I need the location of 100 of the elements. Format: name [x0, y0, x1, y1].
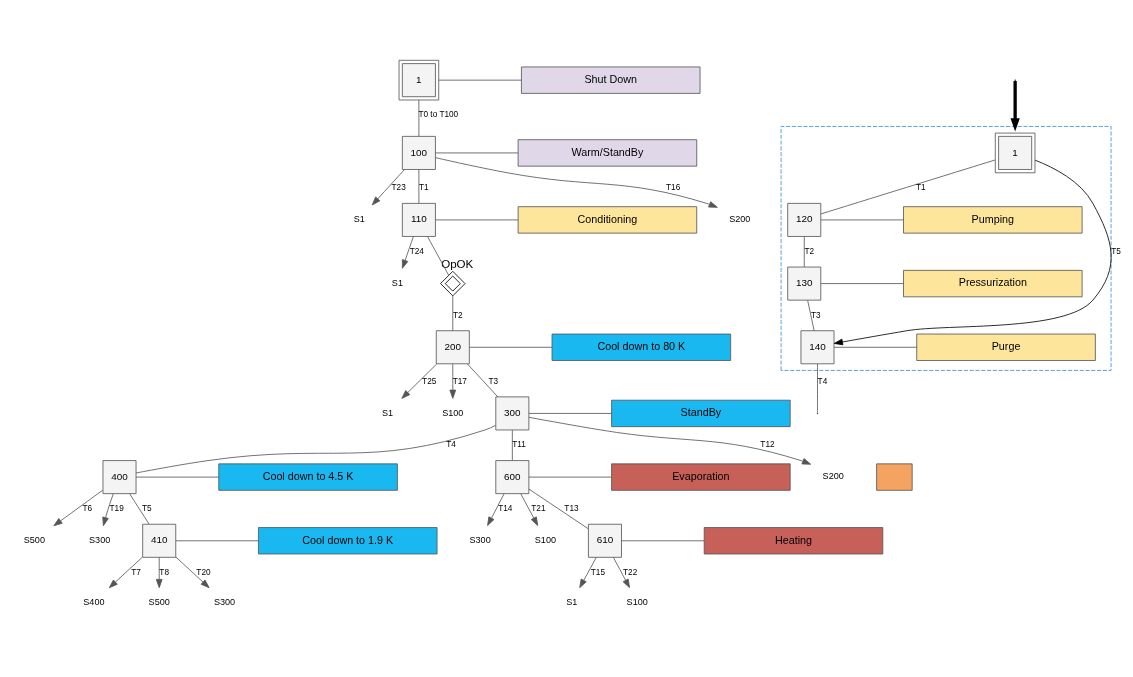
connector — [135, 476, 220, 478]
node-text: S1 — [391, 277, 403, 288]
edge-label: T0 to T100 — [418, 109, 459, 119]
edge-label: T3 — [488, 376, 499, 386]
connector — [452, 294, 454, 331]
connector — [135, 424, 496, 473]
arrow — [487, 493, 505, 526]
edge-label: T12 — [760, 439, 775, 449]
node-text: S100 — [626, 596, 648, 607]
arrow — [108, 556, 143, 588]
connector — [511, 429, 513, 461]
edge-label: T11 — [512, 439, 526, 449]
connector — [820, 159, 996, 214]
arrow — [401, 363, 438, 399]
node-box: Purge — [916, 333, 1096, 361]
edge-label: T19 — [109, 503, 124, 513]
connector — [418, 168, 420, 204]
node-text: S300 — [469, 534, 491, 545]
node-text: S1 — [353, 213, 365, 224]
arrow — [449, 363, 457, 399]
node-text: S200 — [822, 470, 844, 481]
edge-label: T24 — [409, 246, 424, 256]
node-diamond — [440, 270, 466, 296]
connector — [435, 152, 519, 153]
arrow — [175, 556, 210, 588]
edge-label: T25 — [422, 376, 437, 386]
node-text: S1 — [381, 407, 394, 418]
arrow — [613, 556, 630, 588]
arrow — [435, 156, 718, 208]
node-text: S400 — [83, 596, 105, 607]
connector — [438, 79, 522, 81]
connector — [807, 299, 815, 331]
edge-label: T17 — [452, 376, 467, 386]
arrow — [528, 416, 812, 465]
edge-label: T4 — [446, 439, 456, 449]
node-label: OpOK — [441, 257, 474, 270]
node-box: Cool down to 4.5 K — [218, 462, 398, 491]
connector — [833, 346, 918, 348]
connector — [621, 539, 705, 541]
node-box: StandBy — [611, 399, 791, 427]
arrow — [401, 235, 414, 269]
connector — [468, 346, 553, 348]
node-box: Heating — [703, 526, 884, 554]
node-text: S300 — [213, 596, 236, 607]
edge-label: T5 — [1111, 246, 1121, 256]
node-box: 410 — [142, 523, 177, 558]
node-box: 100 — [401, 135, 436, 170]
node-box: 130 — [787, 266, 822, 301]
edge-label: T6 — [82, 503, 93, 513]
node-text: S200 — [729, 213, 751, 224]
edge-label: T16 — [666, 182, 681, 192]
arrow — [371, 168, 405, 205]
connector — [817, 363, 818, 413]
edge-label: T3 — [811, 310, 821, 319]
node-box: Cool down to 80 K — [551, 333, 732, 361]
node-box: 400 — [102, 459, 137, 494]
edge-label: T2 — [804, 246, 815, 256]
connector — [129, 493, 150, 524]
node-box: Shut Down — [521, 66, 701, 94]
edge-label: T14 — [498, 503, 513, 513]
edge-label: T8 — [159, 567, 169, 577]
connector — [528, 476, 612, 478]
node-box: Pressurization — [903, 269, 1083, 297]
edge-label: T4 — [817, 376, 828, 386]
node-text: S100 — [534, 534, 557, 545]
connector — [175, 539, 259, 541]
edge-label: T5 — [141, 503, 152, 513]
node-box: 140 — [800, 329, 835, 364]
edge-label: T22 — [623, 567, 638, 577]
node-box: 610 — [588, 523, 622, 558]
connector — [435, 219, 519, 220]
connector — [528, 412, 612, 414]
node-box: 120 — [787, 202, 822, 237]
node-box: 200 — [435, 329, 470, 364]
arrow — [833, 159, 1112, 345]
node-box: Cool down to 1.9 K — [258, 526, 438, 554]
node-text: S100 — [442, 407, 464, 418]
arrow — [1010, 80, 1020, 131]
connector — [418, 99, 420, 137]
node-box: Conditioning — [517, 205, 698, 234]
node-box: 300 — [495, 395, 530, 430]
connector — [467, 363, 499, 397]
node-text: S1 — [566, 596, 578, 607]
arrow — [520, 493, 539, 526]
node-box: Pumping — [903, 205, 1083, 234]
arrow — [102, 492, 114, 526]
connector — [528, 488, 589, 529]
node-box: Warm/StandBy — [517, 138, 698, 167]
node-text: S500 — [23, 534, 45, 545]
edge-label: T2 — [452, 310, 463, 319]
arrow — [155, 556, 163, 588]
edge-label: T23 — [391, 182, 406, 192]
edge-label: T15 — [590, 567, 606, 577]
arrow — [579, 556, 597, 588]
node-box — [876, 462, 913, 491]
node-box: Evaporation — [611, 462, 791, 491]
node-text: S500 — [148, 596, 170, 607]
connector — [820, 219, 904, 220]
connector — [803, 235, 805, 267]
node-box: 600 — [495, 459, 530, 494]
